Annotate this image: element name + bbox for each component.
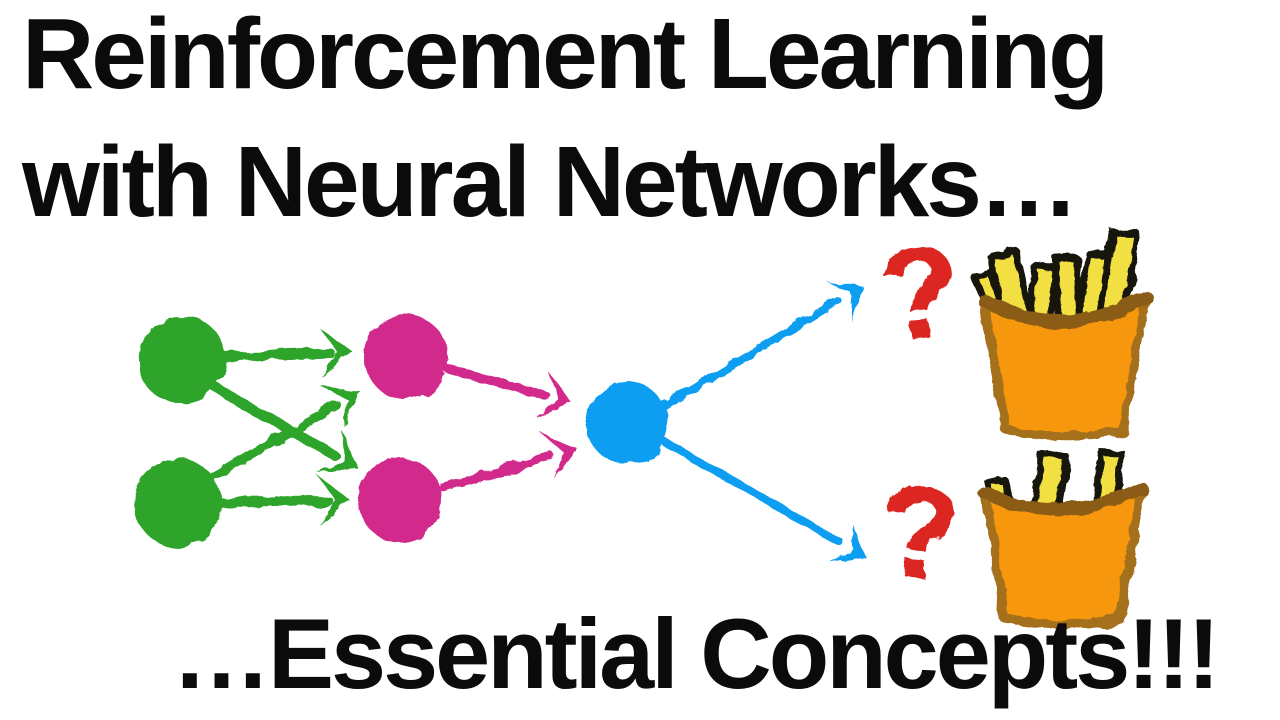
french-fries-top [972, 227, 1153, 441]
question-mark-bottom: ? [875, 456, 964, 607]
output-node [586, 382, 668, 464]
input-node-2 [134, 459, 222, 547]
hidden-node-1 [364, 315, 448, 399]
page-title: Reinforcement Learning with Neural Netwo… [22, 0, 1109, 246]
fry-box-rim [977, 290, 1153, 328]
connection-hidden1-output [443, 364, 579, 426]
connection-input1-hidden1 [219, 326, 354, 378]
french-fries-bottom [979, 447, 1149, 630]
question-mark-top: ? [874, 217, 966, 369]
fry-box-rim [979, 482, 1149, 516]
connection-input2-hidden1 [209, 369, 373, 482]
connection-hidden2-output [439, 425, 584, 492]
connection-output-outcome-bottom [657, 436, 878, 577]
title-line2: with Neural Networks… [22, 126, 1079, 238]
connection-input2-hidden2 [219, 475, 351, 526]
hidden-node-2 [358, 458, 442, 542]
connection-input1-hidden2 [207, 381, 371, 490]
subtitle: …Essential Concepts!!! [172, 598, 1220, 709]
connection-output-outcome-top [660, 267, 876, 410]
title-line1: Reinforcement Learning [22, 0, 1109, 110]
input-node-1 [138, 316, 226, 404]
